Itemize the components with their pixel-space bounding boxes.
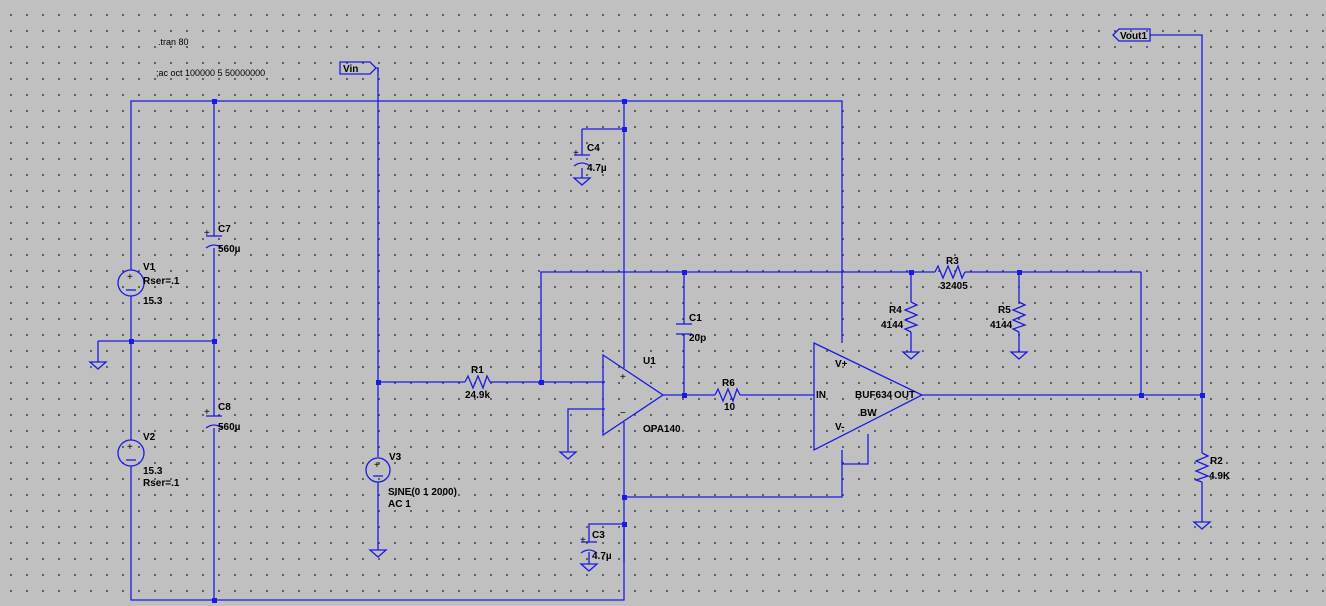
buf634-buffer[interactable] [813, 341, 924, 465]
vout1-net-label[interactable] [1112, 28, 1177, 42]
r1-value: 24.9k [465, 390, 490, 401]
c1-capacitor[interactable] [676, 323, 692, 335]
v1-plus-sign: + [127, 272, 133, 283]
r5-resistor[interactable] [1009, 301, 1029, 360]
ac-directive[interactable]: ;ac oct 100000 5 50000000 [156, 68, 265, 78]
c8-value: 560µ [218, 422, 241, 433]
buf-vminus-pin: V- [835, 422, 844, 433]
r6-resistor[interactable] [714, 387, 814, 403]
ground-symbol-u1 [558, 451, 578, 460]
c8-name: C8 [218, 402, 231, 413]
v3-ac: AC 1 [388, 499, 411, 510]
r2-resistor[interactable] [1192, 452, 1212, 530]
buf-out-pin: OUT [894, 390, 915, 401]
r4-name: R4 [889, 305, 902, 316]
v1-value: 15.3 [143, 296, 163, 307]
vin-label-text: Vin [343, 64, 358, 75]
r3-name: R3 [946, 256, 959, 267]
r2-name: R2 [1210, 456, 1223, 467]
vout1-label-text: Vout1 [1120, 31, 1147, 42]
r6-value: 10 [724, 402, 736, 413]
v2-name: V2 [143, 432, 156, 443]
r2-value: 4.9K [1209, 471, 1231, 482]
ground-symbol-v3 [368, 549, 388, 558]
r3-resistor[interactable] [934, 264, 966, 280]
u1-minus-pin: − [620, 408, 626, 419]
c7-capacitor[interactable]: + [204, 228, 223, 249]
c7-name: C7 [218, 224, 231, 235]
r1-resistor[interactable] [464, 374, 491, 390]
u1-wires [567, 101, 843, 564]
v2-param: Rser=.1 [143, 478, 180, 489]
c7-plus-sign: + [204, 228, 210, 239]
c3-name: C3 [592, 530, 605, 541]
buf-model: BUF634 [855, 390, 893, 401]
u1-model: OPA140 [643, 424, 681, 435]
c3-capacitor[interactable]: + [579, 535, 599, 572]
u1-plus-pin: + [620, 372, 626, 383]
v3-source[interactable]: + [365, 457, 391, 483]
u1-opamp[interactable] [602, 353, 665, 437]
buf-bw-pin: BW [860, 408, 877, 419]
r5-name: R5 [998, 305, 1011, 316]
u1-name: U1 [643, 356, 656, 367]
c4-name: C4 [587, 143, 600, 154]
c8-capacitor[interactable]: + [204, 407, 223, 429]
c4-plus-sign: + [573, 148, 579, 159]
r4-resistor[interactable] [901, 301, 921, 360]
v2-value: 15.3 [143, 466, 163, 477]
ground-symbol-left [88, 361, 108, 370]
v2-source[interactable]: + [117, 439, 145, 467]
c4-capacitor[interactable]: + [572, 148, 592, 186]
buf-in-pin: IN [816, 390, 826, 401]
v2-plus-sign: + [127, 442, 133, 453]
feedback-wires [540, 271, 1142, 395]
r6-name: R6 [722, 378, 735, 389]
v1-param: Rser=.1 [143, 276, 180, 287]
output-wires [922, 34, 1203, 522]
junction-dots [129, 99, 1205, 603]
c8-plus-sign: + [204, 407, 210, 418]
r4-value: 4144 [881, 320, 904, 331]
r5-value: 4144 [990, 320, 1013, 331]
r3-value: 32405 [940, 281, 968, 292]
c4-value: 4.7µ [587, 163, 607, 174]
c3-plus-sign: + [580, 535, 586, 546]
r1-name: R1 [471, 365, 484, 376]
vin-wires [377, 68, 605, 550]
v3-plus-sign: + [374, 460, 380, 471]
v3-name: V3 [389, 452, 402, 463]
buf-vplus-pin: V+ [835, 359, 848, 370]
v1-name: V1 [143, 262, 156, 273]
c1-value: 20p [689, 333, 706, 344]
v3-value: SINE(0 1 2000) [388, 487, 457, 498]
c1-name: C1 [689, 313, 702, 324]
c7-value: 560µ [218, 244, 241, 255]
v1-source[interactable]: + [117, 269, 145, 297]
c3-value: 4.7µ [592, 551, 612, 562]
tran-directive[interactable]: .tran 80 [158, 37, 189, 47]
supply-wires [97, 100, 843, 601]
